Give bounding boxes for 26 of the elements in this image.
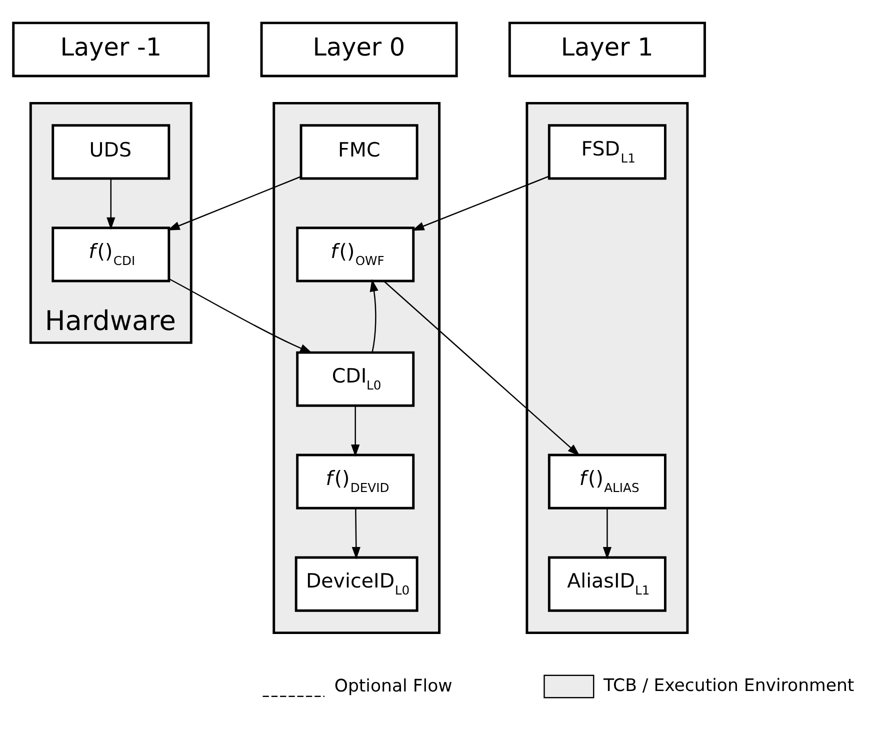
node-box: UDS [52, 124, 170, 180]
node-box: Layer 1 [508, 22, 706, 78]
node-box: DeviceID$_{L0}$ [294, 556, 418, 612]
arrow [602, 508, 612, 560]
arrow [412, 176, 550, 231]
arrow [167, 176, 302, 230]
node-box: f()$_{CDI}$ [52, 226, 170, 282]
legend-label: Optional Flow [334, 676, 452, 697]
arrow [106, 178, 116, 230]
arrow [168, 278, 312, 354]
node-box: CDI$_{L0}$ [296, 351, 415, 407]
arrow [352, 508, 360, 560]
arrow [383, 280, 580, 456]
node-box: f()$_{OWF}$ [296, 226, 415, 282]
node-box: Layer -1 [12, 22, 210, 78]
node-box: Layer 0 [260, 22, 458, 78]
node-box: AliasID$_{L1}$ [548, 556, 666, 612]
arrow [370, 279, 378, 352]
node-box: f()$_{DEVID}$ [296, 454, 415, 510]
cluster [272, 102, 441, 634]
node-box: f()$_{ALIAS}$ [548, 454, 666, 510]
arrow [351, 406, 360, 457]
node-box: FMC [300, 124, 418, 180]
legend-label: TCB / Execution Environment [603, 676, 854, 696]
node-box: FSD$_{L1}$ [548, 124, 666, 180]
cluster [526, 102, 689, 634]
